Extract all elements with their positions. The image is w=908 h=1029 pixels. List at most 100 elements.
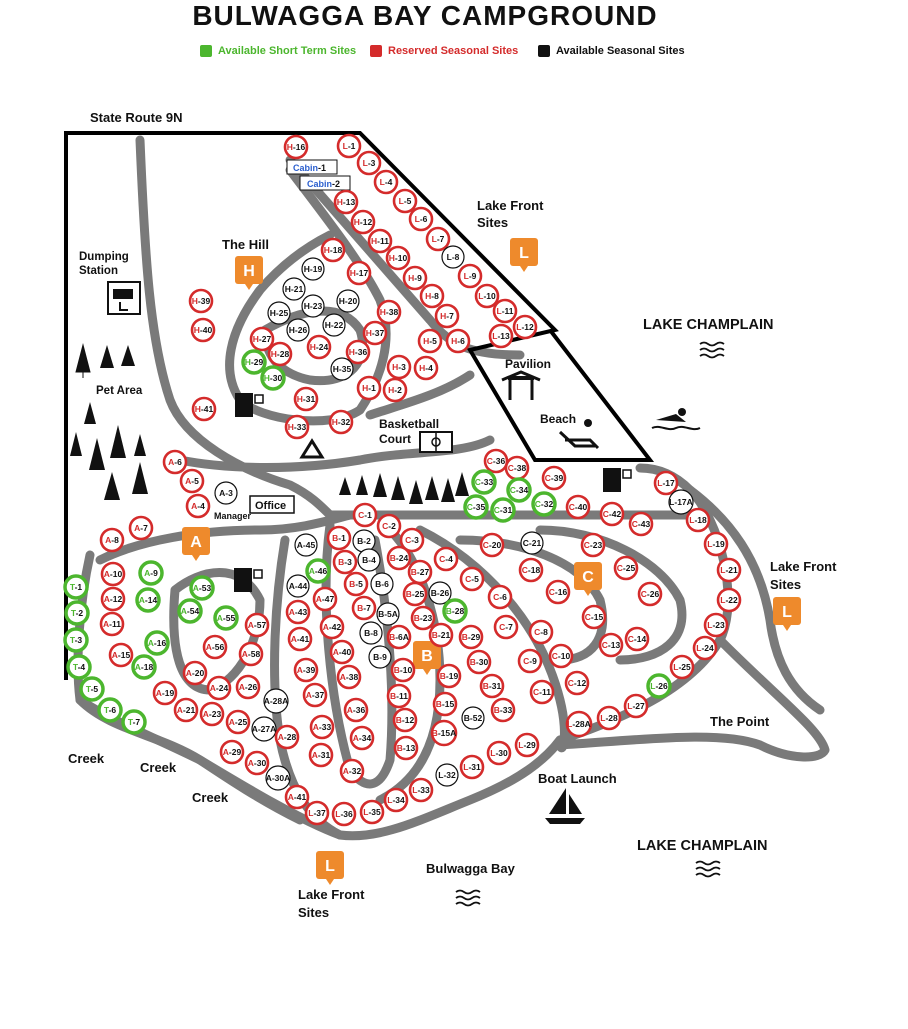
- campsite-l-32[interactable]: L-32: [435, 763, 459, 787]
- campsite-h-13[interactable]: H-13: [333, 189, 359, 215]
- campsite-t-2[interactable]: T-2: [64, 600, 90, 626]
- campsite-circle[interactable]: [646, 673, 672, 699]
- campsite-circle[interactable]: [548, 643, 574, 669]
- campsite-circle[interactable]: [434, 303, 460, 329]
- campsite-circle[interactable]: [436, 663, 462, 689]
- campsite-c-35[interactable]: C-35: [463, 494, 489, 520]
- campsite-circle[interactable]: [545, 579, 571, 605]
- campsite-a-12[interactable]: A-12: [100, 586, 126, 612]
- campsite-b-2[interactable]: B-2: [352, 529, 376, 553]
- campsite-circle[interactable]: [528, 619, 554, 645]
- campsite-a-28a[interactable]: A-28A: [263, 688, 289, 714]
- campsite-circle[interactable]: [238, 641, 264, 667]
- campsite-circle[interactable]: [392, 707, 418, 733]
- campsite-circle[interactable]: [685, 507, 711, 533]
- campsite-circle[interactable]: [330, 357, 354, 381]
- campsite-circle[interactable]: [349, 725, 375, 751]
- campsite-l-27[interactable]: L-27: [623, 693, 649, 719]
- campsite-circle[interactable]: [459, 566, 485, 592]
- campsite-c-9[interactable]: C-9: [517, 648, 543, 674]
- campsite-circle[interactable]: [458, 624, 484, 650]
- campsite-circle[interactable]: [332, 549, 358, 575]
- campsite-circle[interactable]: [471, 469, 497, 495]
- campsite-circle[interactable]: [376, 513, 402, 539]
- campsite-a-27a[interactable]: A-27A: [251, 716, 277, 742]
- campsite-circle[interactable]: [703, 612, 729, 638]
- campsite-circle[interactable]: [410, 605, 436, 631]
- campsite-circle[interactable]: [386, 545, 412, 571]
- campsite-c-38[interactable]: C-38: [504, 455, 530, 481]
- campsite-circle[interactable]: [244, 750, 270, 776]
- campsite-h-18[interactable]: H-18: [320, 237, 346, 263]
- campsite-circle[interactable]: [352, 502, 378, 528]
- campsite-circle[interactable]: [386, 624, 412, 650]
- campsite-h-3[interactable]: H-3: [386, 354, 412, 380]
- campsite-circle[interactable]: [241, 349, 267, 375]
- campsite-a-46[interactable]: A-46: [305, 558, 331, 584]
- campsite-b-6a[interactable]: B-6A: [386, 624, 412, 650]
- campsite-circle[interactable]: [285, 599, 311, 625]
- campsite-circle[interactable]: [425, 226, 451, 252]
- campsite-a-14[interactable]: A-14: [135, 587, 161, 613]
- campsite-a-26[interactable]: A-26: [235, 674, 261, 700]
- campsite-circle[interactable]: [99, 611, 125, 637]
- campsite-circle[interactable]: [329, 639, 355, 665]
- campsite-b-26[interactable]: B-26: [428, 581, 452, 605]
- campsite-circle[interactable]: [613, 555, 639, 581]
- campsite-l-31[interactable]: L-31: [459, 754, 485, 780]
- campsite-circle[interactable]: [432, 691, 458, 717]
- campsite-a-28[interactable]: A-28: [274, 724, 300, 750]
- campsite-l-21[interactable]: L-21: [716, 557, 742, 583]
- campsite-h-10[interactable]: H-10: [385, 245, 411, 271]
- campsite-circle[interactable]: [189, 575, 215, 601]
- campsite-b-30[interactable]: B-30: [466, 649, 492, 675]
- campsite-c-25[interactable]: C-25: [613, 555, 639, 581]
- campsite-circle[interactable]: [202, 634, 228, 660]
- campsite-b-5[interactable]: B-5: [343, 571, 369, 597]
- campsite-a-23[interactable]: A-23: [199, 701, 225, 727]
- campsite-c-20[interactable]: C-20: [479, 532, 505, 558]
- campsite-c-6[interactable]: C-6: [487, 584, 513, 610]
- campsite-l-6[interactable]: L-6: [408, 206, 434, 232]
- campsite-circle[interactable]: [336, 289, 360, 313]
- campsite-circle[interactable]: [346, 260, 372, 286]
- campsite-h-16[interactable]: H-16: [283, 134, 309, 160]
- campsite-c-31[interactable]: C-31: [490, 497, 516, 523]
- campsite-c-21[interactable]: C-21: [520, 531, 544, 555]
- campsite-h-28[interactable]: H-28: [267, 341, 293, 367]
- campsite-circle[interactable]: [284, 784, 310, 810]
- campsite-circle[interactable]: [100, 561, 126, 587]
- campsite-a-38[interactable]: A-38: [336, 664, 362, 690]
- campsite-circle[interactable]: [428, 622, 454, 648]
- campsite-circle[interactable]: [356, 150, 382, 176]
- campsite-l-4[interactable]: L-4: [373, 169, 399, 195]
- campsite-t-7[interactable]: T-7: [121, 709, 147, 735]
- campsite-l-35[interactable]: L-35: [359, 799, 385, 825]
- campsite-circle[interactable]: [351, 595, 377, 621]
- campsite-circle[interactable]: [343, 697, 369, 723]
- campsite-l-9[interactable]: L-9: [457, 263, 483, 289]
- campsite-circle[interactable]: [294, 533, 318, 557]
- campsite-circle[interactable]: [367, 228, 393, 254]
- campsite-circle[interactable]: [286, 318, 310, 342]
- campsite-circle[interactable]: [376, 602, 400, 626]
- campsite-b-4[interactable]: B-4: [357, 548, 381, 572]
- campsite-circle[interactable]: [99, 527, 125, 553]
- campsite-circle[interactable]: [488, 323, 514, 349]
- campsite-h-7[interactable]: H-7: [434, 303, 460, 329]
- campsite-l-25[interactable]: L-25: [669, 654, 695, 680]
- campsite-l-17a[interactable]: L-17A: [668, 489, 694, 515]
- campsite-circle[interactable]: [185, 493, 211, 519]
- campsite-circle[interactable]: [328, 409, 354, 435]
- campsite-circle[interactable]: [624, 626, 650, 652]
- campsite-a-4[interactable]: A-4: [185, 493, 211, 519]
- campsite-h-31[interactable]: H-31: [293, 386, 319, 412]
- campsite-circle[interactable]: [408, 777, 434, 803]
- campsite-h-2[interactable]: H-2: [382, 377, 408, 403]
- campsite-circle[interactable]: [419, 283, 445, 309]
- campsite-circle[interactable]: [517, 648, 543, 674]
- campsite-circle[interactable]: [564, 670, 590, 696]
- campsite-l-12[interactable]: L-12: [512, 314, 538, 340]
- campsite-circle[interactable]: [333, 189, 359, 215]
- campsite-c-18[interactable]: C-18: [518, 557, 544, 583]
